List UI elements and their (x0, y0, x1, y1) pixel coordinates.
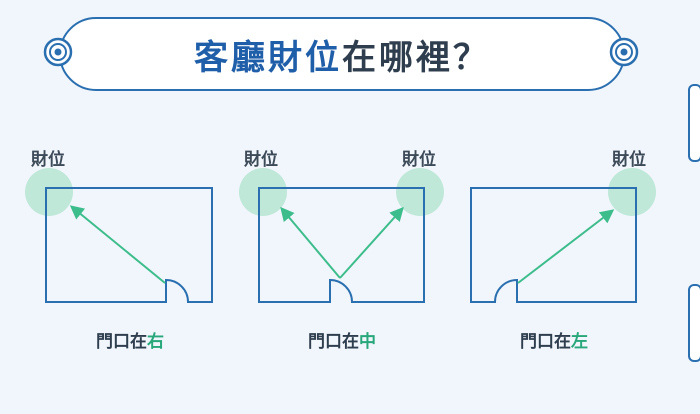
caption-accent: 右 (147, 332, 164, 352)
caption-prefix: 門口在 (520, 332, 571, 352)
caption-prefix: 門口在 (96, 332, 147, 352)
title-banner: 客廳財位在哪裡？ (59, 17, 625, 91)
wealth-spot (396, 168, 444, 216)
caption-accent: 中 (359, 332, 376, 352)
arrow-line (339, 206, 404, 279)
edge-tab (688, 84, 700, 162)
gear-icon (609, 37, 639, 67)
arrow-line (517, 209, 615, 284)
caption-door-middle: 門口在中 (272, 327, 412, 352)
edge-tab (688, 284, 700, 362)
wealth-label: 財位 (31, 150, 65, 170)
diagram-door-middle (239, 168, 444, 303)
room-frame (258, 187, 425, 303)
wealth-spot (239, 168, 287, 216)
diagram-door-left (470, 168, 656, 303)
arrow-line (280, 206, 341, 279)
room-frame (45, 187, 213, 303)
gear-icon (43, 37, 73, 67)
wealth-label: 財位 (612, 150, 646, 170)
room-frame (470, 187, 637, 303)
caption-door-left: 門口在左 (484, 327, 624, 352)
title-rest: 在哪裡？ (342, 37, 490, 78)
caption-door-right: 門口在右 (60, 327, 200, 352)
caption-prefix: 門口在 (308, 332, 359, 352)
diagram-door-right (25, 168, 213, 303)
page-title: 客廳財位在哪裡？ (194, 30, 490, 79)
wealth-label: 財位 (402, 150, 436, 170)
arrow-line (69, 205, 166, 284)
wealth-spot (608, 168, 656, 216)
title-highlight: 客廳財位 (194, 37, 342, 78)
caption-accent: 左 (571, 332, 588, 352)
wealth-label: 財位 (244, 150, 278, 170)
wealth-spot (25, 168, 73, 216)
